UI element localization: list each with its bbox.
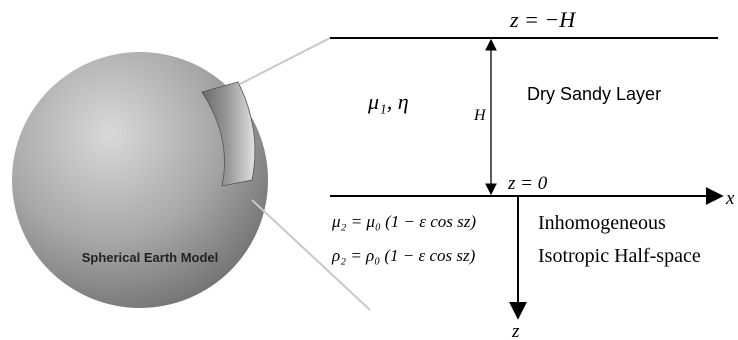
sphere-patch (201, 81, 256, 187)
earth-sphere (12, 52, 268, 308)
half-space-name-line1: Inhomogeneous (538, 212, 666, 234)
half-space-name-line2: Isotropic Half-space (538, 245, 701, 267)
connector-line-bottom (251, 199, 371, 311)
connector-line-top (239, 37, 331, 85)
layer-params: μ₁, η (367, 89, 409, 114)
rho-equation: ρ₂ = ρ₀ (1 − ε cos sz) (331, 246, 476, 265)
layer-name: Dry Sandy Layer (527, 84, 661, 104)
sphere-caption: Spherical Earth Model (82, 250, 219, 265)
z-axis-label: z (511, 321, 520, 340)
mu-equation: μ₂ = μ₀ (1 − ε cos sz) (331, 212, 476, 231)
bottom-boundary-label: z = 0 (507, 173, 548, 194)
spherical-earth: Spherical Earth Model (12, 52, 268, 308)
top-boundary-label: z = −H (509, 7, 576, 32)
x-axis-label: x (725, 188, 735, 209)
thickness-label: H (473, 107, 487, 124)
